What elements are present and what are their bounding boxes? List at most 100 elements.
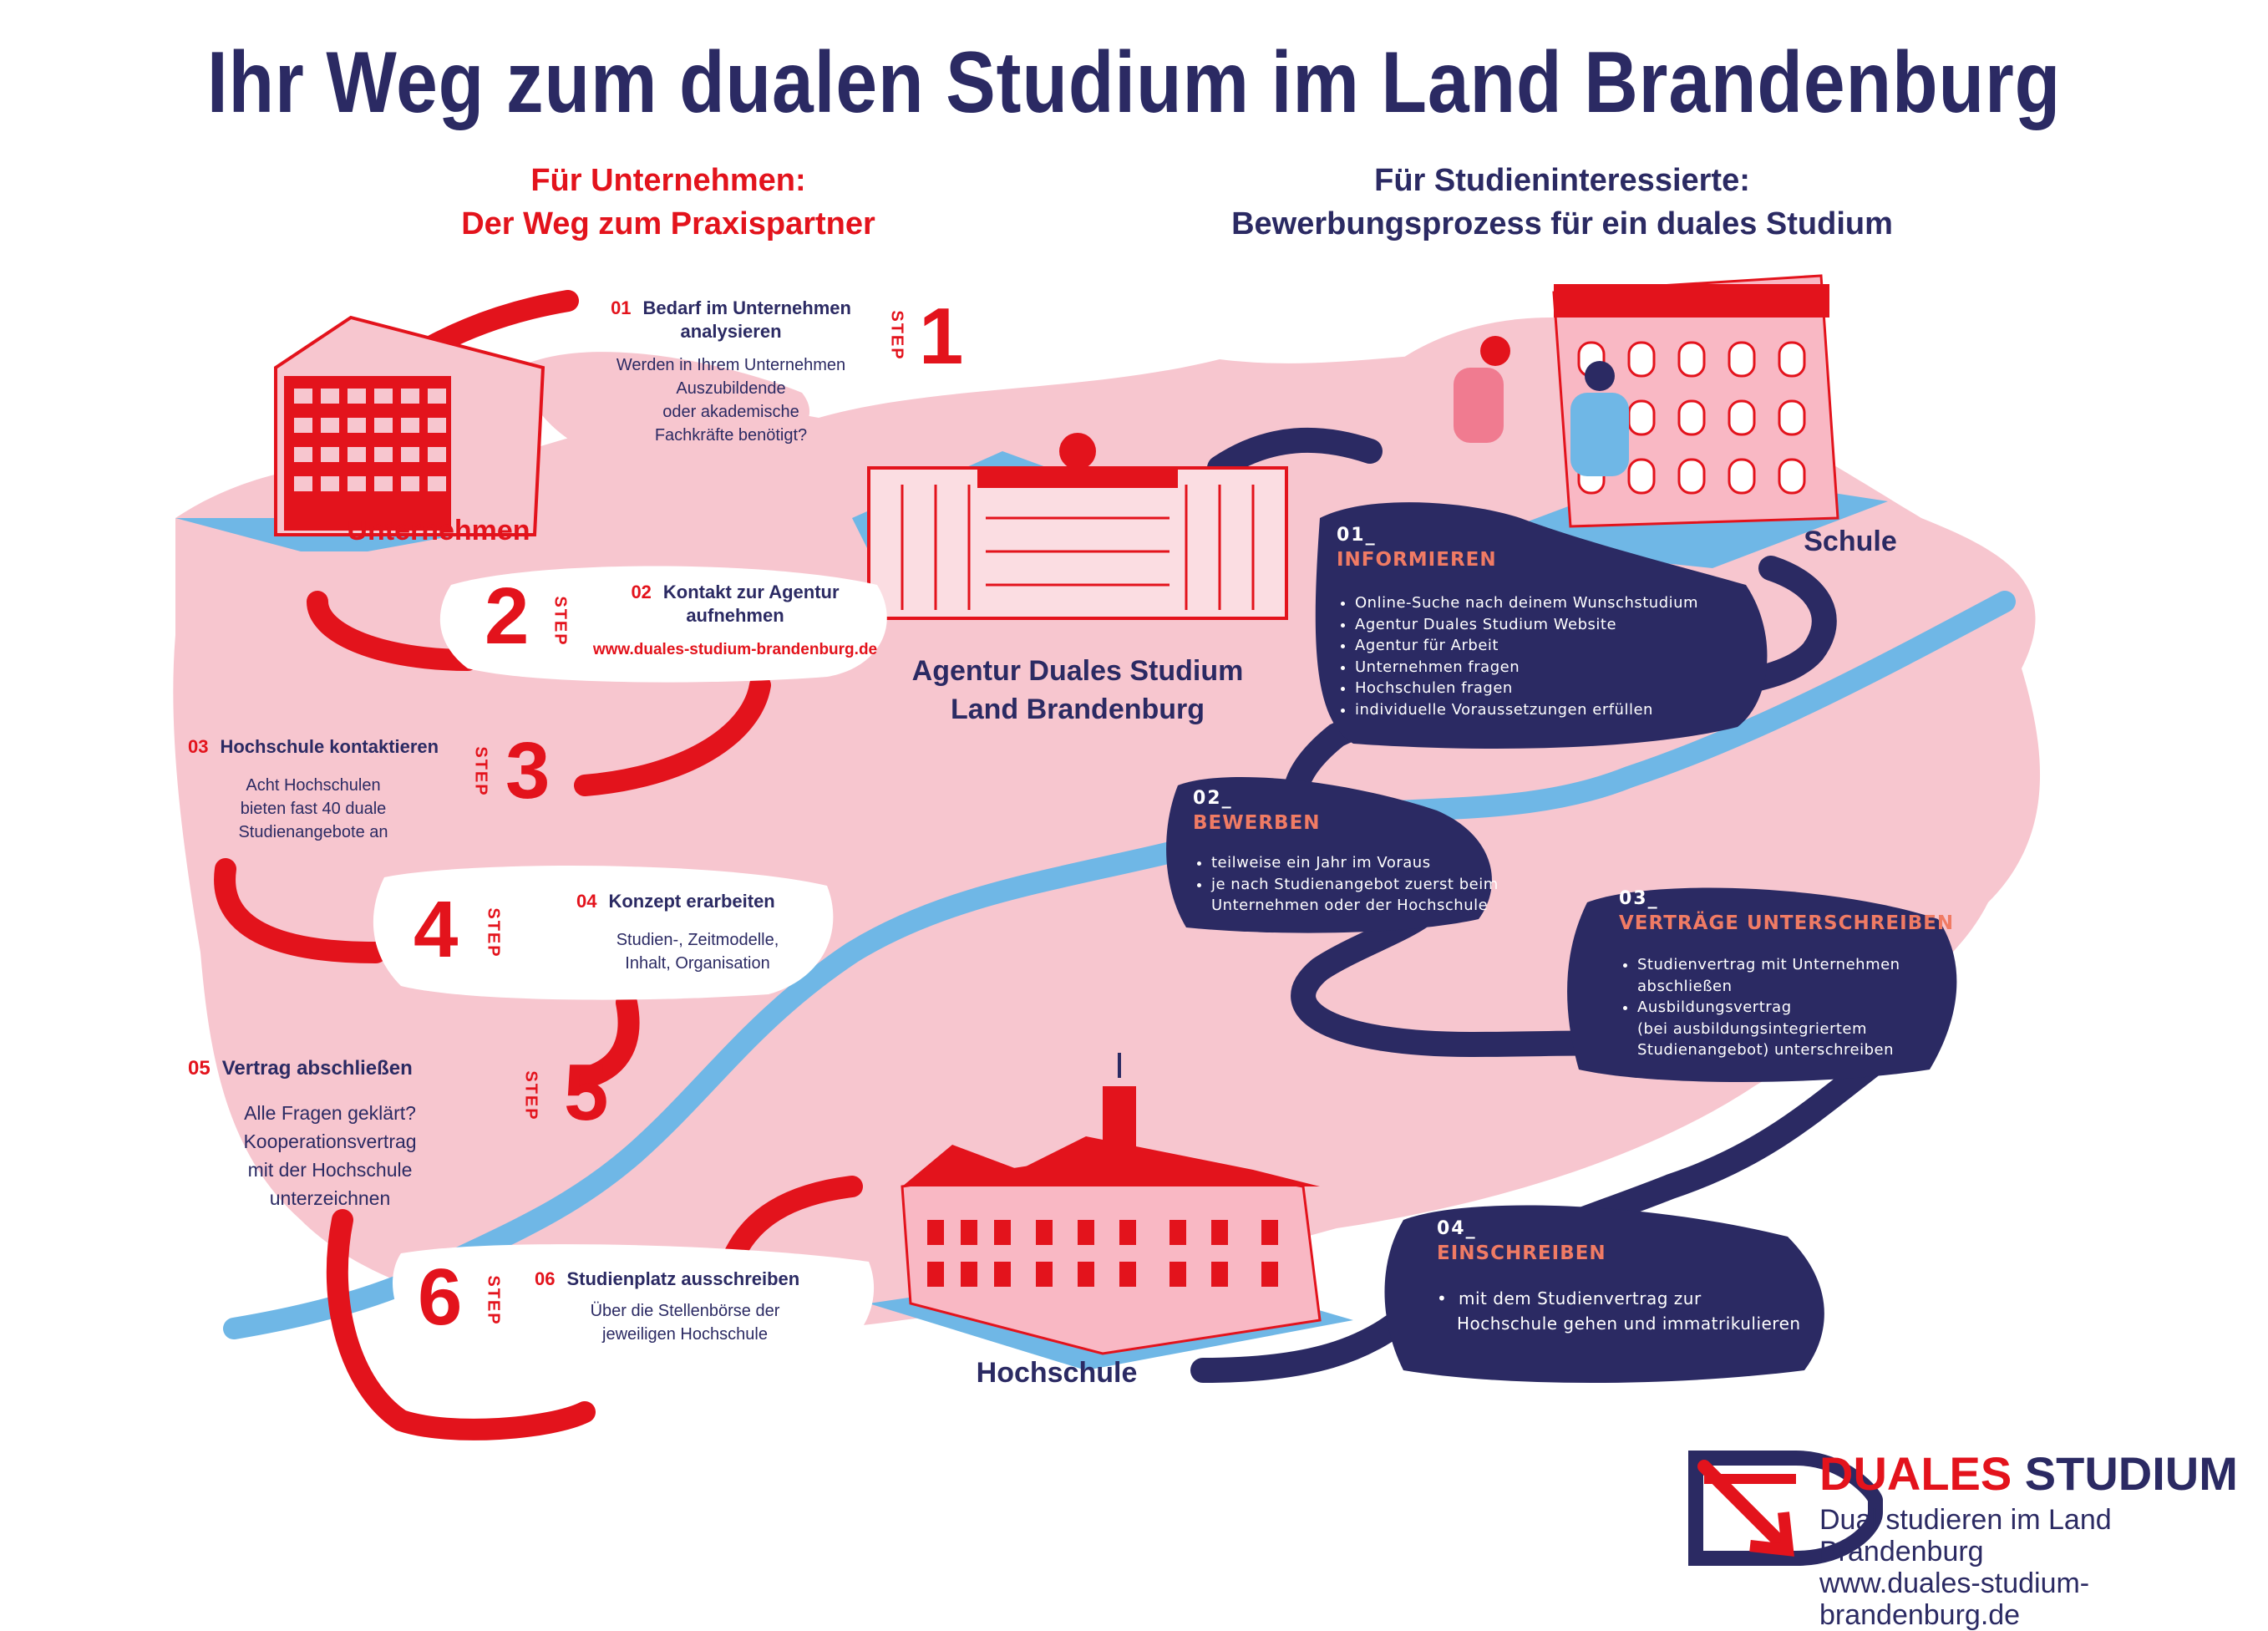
step-1-body-line: Werden in Ihrem Unternehmen	[616, 356, 846, 374]
company-step-4: 04 Konzept erarbeiten Studien-, Zeitmodel…	[576, 890, 819, 975]
step-1-num: 01	[611, 297, 632, 318]
step-2-title-line2: aufnehmen	[686, 605, 784, 626]
step-3-body-line: Acht Hochschulen	[246, 776, 381, 795]
place-school: Schule	[1804, 526, 1897, 557]
step-3-title-line1: Hochschule kontaktieren	[220, 736, 439, 757]
step-5-body-line: mit der Hochschule	[247, 1159, 413, 1181]
step-3-title: 03 Hochschule kontaktieren	[188, 735, 464, 759]
student-step-2-item: Unternehmen oder der Hochschule	[1211, 897, 1489, 914]
university-building-illustration	[869, 1053, 1353, 1370]
pink-patch-top	[518, 352, 810, 468]
step-1-title-line1: Bedarf im Unternehmen	[642, 297, 851, 318]
step-3-label: STEP	[471, 746, 490, 797]
logo-name: DUALES STUDIUM	[1819, 1449, 2254, 1499]
company-step-6: 06 Studienplatz ausschreiben Über die Ste…	[535, 1268, 835, 1346]
student-step-3-list: Studienvertrag mit Unternehmen abschließ…	[1619, 954, 1970, 1061]
place-university: Hochschule	[976, 1357, 1138, 1389]
step-4-title-line1: Konzept erarbeiten	[608, 891, 775, 912]
company-building-illustration	[175, 315, 545, 551]
student-step-1-item: Agentur Duales Studium Website	[1355, 614, 1746, 636]
right-heading-line1: Für Studieninteressierte:	[1374, 163, 1750, 198]
student-step-2-item: teilweise ein Jahr im Voraus	[1211, 852, 1510, 874]
student-step-2-num: 02_	[1193, 788, 1233, 809]
step-2-label: STEP	[551, 596, 570, 647]
step-2-title-line1: Kontakt zur Agentur	[662, 582, 840, 602]
student-step-2-item: je nach Studienangebot zuerst beim	[1211, 874, 1510, 896]
place-agency: Agentur Duales Studium Land Brandenburg	[885, 652, 1270, 729]
label-clouds	[373, 566, 887, 1374]
step-5-title-line1: Vertrag abschließen	[221, 1057, 413, 1080]
logo-tagline: Dual studieren im Land Brandenburg	[1819, 1504, 2112, 1567]
student-step-4-num: 04_	[1437, 1218, 1477, 1239]
step-3-body-line: bieten fast 40 duale	[240, 800, 387, 818]
student-step-1-title: INFORMIEREN	[1337, 549, 1497, 571]
student-step-1-item: Hochschulen fragen	[1355, 678, 1746, 699]
place-company: Unternehmen	[347, 515, 530, 546]
company-step-3: 03 Hochschule kontaktieren Acht Hochschul…	[188, 735, 464, 844]
student-panels	[1166, 502, 1957, 1383]
step-4-title: 04 Konzept erarbeiten	[576, 890, 819, 913]
student-step-4-list: • mit dem Studienvertrag zur Hochschule …	[1437, 1286, 1829, 1336]
panel-02-shape	[1166, 777, 1492, 933]
step-6-number: 6	[418, 1252, 463, 1342]
step-1-body-line: Fachkräfte benötigt?	[654, 426, 808, 445]
logo-url[interactable]: www.duales-studium-brandenburg.de	[1819, 1567, 2090, 1631]
student-step-4-item: Hochschule gehen und immatrikulieren	[1457, 1313, 1801, 1334]
right-heading-line2: Bewerbungsprozess für ein duales Studium	[1231, 206, 1893, 241]
student-step-1-item: Agentur für Arbeit	[1355, 635, 1746, 657]
step-6-body-line: jeweiligen Hochschule	[602, 1325, 768, 1344]
student-step-2: 02_ BEWERBEN teilweise ein Jahr im Vorau…	[1193, 788, 1510, 917]
step-6-num: 06	[535, 1268, 556, 1289]
student-step-1-num: 01_	[1337, 525, 1377, 546]
student-step-4-title: EINSCHREIBEN	[1437, 1242, 1606, 1264]
step-6-body-line: Über die Stellenbörse der	[590, 1302, 780, 1320]
step-5-label: STEP	[521, 1070, 540, 1121]
panel-01-shape	[1315, 502, 1768, 749]
student-step-3-item: Studienangebot) unterschreiben	[1637, 1041, 1894, 1059]
logo-mark	[1688, 1451, 1883, 1566]
agency-building-illustration	[852, 433, 1288, 620]
student-step-1-item: Online-Suche nach deinem Wunschstudium	[1355, 592, 1746, 614]
student-step-1-item: Unternehmen fragen	[1355, 657, 1746, 678]
left-column-heading: Für Unternehmen: Der Weg zum Praxispartn…	[393, 159, 944, 246]
step-5-number: 5	[564, 1048, 609, 1137]
step-6-title-line1: Studienplatz ausschreiben	[566, 1268, 800, 1289]
step-4-number: 4	[414, 885, 459, 974]
left-heading-line1: Für Unternehmen:	[530, 163, 806, 198]
step-4-body-line: Studien-, Zeitmodelle,	[616, 931, 779, 949]
step-3-body-line: Studienangebote an	[238, 823, 388, 841]
student-step-3-item: abschließen	[1637, 977, 1733, 995]
step-6-title: 06 Studienplatz ausschreiben	[535, 1268, 835, 1291]
student-step-1-item: individuelle Voraussetzungen erfüllen	[1355, 699, 1746, 721]
student-step-1-list: Online-Suche nach deinem Wunschstudium A…	[1337, 592, 1746, 720]
student-step-4-item-text: mit dem Studienvertrag zur	[1459, 1288, 1702, 1308]
page-title: Ihr Weg zum dualen Studium im Land Brand…	[206, 34, 2062, 131]
step-4-label: STEP	[484, 907, 503, 958]
place-agency-line1: Agentur Duales Studium	[911, 655, 1244, 687]
logo-name-part1: DUALES	[1819, 1447, 2012, 1500]
left-heading-line2: Der Weg zum Praxispartner	[461, 206, 875, 241]
step-1-label: STEP	[887, 310, 906, 361]
step-3-num: 03	[188, 736, 209, 757]
step-2-number: 2	[485, 572, 530, 661]
step-4-body: Studien-, Zeitmodelle, Inhalt, Organisat…	[576, 928, 819, 975]
student-step-3-num: 03_	[1619, 888, 1659, 909]
agency-website-link[interactable]: www.duales-studium-brandenburg.de	[592, 641, 878, 658]
right-column-heading: Für Studieninteressierte: Bewerbungsproz…	[1186, 159, 1938, 246]
step-3-body: Acht Hochschulen bieten fast 40 duale St…	[188, 774, 439, 844]
logo-name-part2: STUDIUM	[2024, 1447, 2238, 1500]
student-step-3-item: Studienvertrag mit Unternehmen	[1637, 954, 1970, 976]
student-step-3-item: (bei ausbildungsintegriertem	[1637, 1019, 1868, 1038]
step-4-num: 04	[576, 891, 597, 912]
step-6-body: Über die Stellenbörse der jeweiligen Hoc…	[535, 1299, 835, 1346]
place-agency-line2: Land Brandenburg	[950, 694, 1205, 725]
student-step-2-list: teilweise ein Jahr im Voraus je nach Stu…	[1193, 852, 1510, 917]
student-step-2-title: BEWERBEN	[1193, 812, 1321, 834]
